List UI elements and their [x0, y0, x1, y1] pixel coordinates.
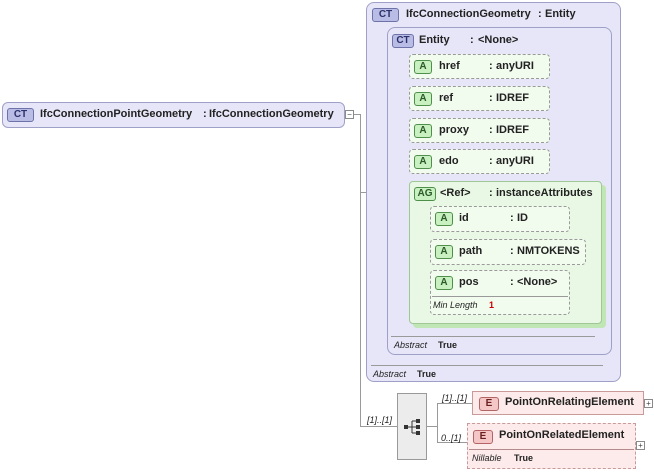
attribute-href[interactable]: A href : anyURI — [409, 54, 550, 79]
outer-name: IfcConnectionGeometry — [406, 8, 531, 20]
complex-type-badge: CT — [392, 34, 414, 48]
outer-divider — [371, 365, 603, 366]
attribute-badge: A — [414, 155, 432, 169]
expand-relating-icon[interactable]: + — [644, 399, 653, 408]
root-sep: : — [203, 108, 207, 120]
attribute-type: IDREF — [496, 124, 529, 136]
connector-seq-out — [427, 426, 437, 427]
attribute-name: href — [439, 60, 460, 72]
outer-abstract-label: Abstract — [373, 369, 407, 379]
attribute-name: pos — [459, 276, 479, 288]
attribute-sep: : — [489, 155, 493, 167]
attribute-proxy[interactable]: A proxy : IDREF — [409, 118, 550, 143]
attribute-type: anyURI — [496, 155, 534, 167]
sequence-compositor[interactable] — [397, 393, 427, 460]
attribute-type: <None> — [517, 276, 558, 288]
element-point-on-relating-element[interactable]: E PointOnRelatingElement — [472, 391, 644, 415]
sequence-icon — [404, 419, 420, 435]
attribute-sep: : — [489, 124, 493, 136]
element-name: PointOnRelatedElement — [499, 429, 625, 441]
attribute-path[interactable]: A path : NMTOKENS — [430, 239, 586, 265]
attribute-type: IDREF — [496, 92, 529, 104]
attribute-id[interactable]: A id : ID — [430, 206, 570, 232]
connector-seq-branch — [437, 403, 438, 442]
root-name: IfcConnectionPointGeometry — [40, 108, 193, 120]
attribute-sep: : — [489, 60, 493, 72]
attribute-sep: : — [489, 92, 493, 104]
element-point-on-related-element[interactable]: E PointOnRelatedElement Nillable True — [467, 423, 636, 469]
attribute-name: edo — [439, 155, 459, 167]
element-badge: E — [479, 397, 499, 411]
connector-root-trunk — [360, 114, 361, 426]
root-complex-type[interactable]: CT IfcConnectionPointGeometry : IfcConne… — [2, 102, 345, 128]
attribute-type: NMTOKENS — [517, 245, 580, 257]
element-divider — [469, 449, 634, 450]
connector-to-outer — [360, 192, 366, 193]
facet-label: Min Length — [433, 300, 478, 310]
inner-name: Entity — [419, 34, 450, 46]
element-cardinality: [1]..[1] — [442, 393, 468, 403]
attribute-name: id — [459, 212, 469, 224]
outer-type: Entity — [545, 8, 576, 20]
attribute-badge: A — [414, 60, 432, 74]
facet-value: 1 — [489, 300, 495, 310]
attribute-pos-divider — [432, 296, 568, 297]
collapse-root-icon[interactable]: − — [345, 110, 354, 119]
inner-type: <None> — [478, 34, 519, 46]
attribute-badge: A — [435, 212, 453, 226]
attribute-sep: : — [510, 245, 514, 257]
nillable-label: Nillable — [472, 453, 502, 463]
connector-root-stub — [354, 114, 360, 115]
connector-seq-el2 — [437, 442, 467, 443]
outer-abstract-value: True — [417, 369, 437, 379]
inner-divider — [391, 336, 595, 337]
attribute-group-name: <Ref> — [440, 187, 471, 199]
connector-to-sequence — [360, 426, 397, 427]
expand-related-icon[interactable]: + — [636, 441, 645, 450]
element-badge: E — [473, 430, 493, 444]
attribute-pos[interactable]: A pos : <None> Min Length 1 — [430, 270, 570, 315]
inner-abstract-label: Abstract — [394, 340, 428, 350]
attribute-edo[interactable]: A edo : anyURI — [409, 149, 550, 174]
attribute-name: path — [459, 245, 483, 257]
root-type: IfcConnectionGeometry — [209, 108, 334, 120]
outer-sep: : — [538, 8, 542, 20]
attribute-sep: : — [510, 212, 514, 224]
nillable-value: True — [514, 453, 534, 463]
attribute-badge: A — [414, 124, 432, 138]
attribute-group-sep: : — [489, 187, 493, 199]
attribute-badge: A — [435, 245, 453, 259]
complex-type-badge: CT — [372, 8, 399, 22]
complex-type-badge: CT — [7, 108, 34, 122]
attribute-name: proxy — [439, 124, 469, 136]
attribute-sep: : — [510, 276, 514, 288]
attribute-type: ID — [517, 212, 528, 224]
attribute-group-badge: AG — [414, 187, 436, 201]
attribute-name: ref — [439, 92, 454, 104]
attribute-ref[interactable]: A ref : IDREF — [409, 86, 550, 111]
inner-sep: : — [470, 34, 474, 46]
connector-seq-el1 — [437, 403, 472, 404]
element-cardinality: 0..[1] — [441, 433, 462, 443]
sequence-cardinality: [1]..[1] — [367, 415, 393, 425]
inner-abstract-value: True — [438, 340, 458, 350]
attribute-badge: A — [414, 92, 432, 106]
attribute-type: anyURI — [496, 60, 534, 72]
attribute-badge: A — [435, 276, 453, 290]
element-name: PointOnRelatingElement — [505, 396, 634, 408]
attribute-group-type: instanceAttributes — [496, 187, 593, 199]
